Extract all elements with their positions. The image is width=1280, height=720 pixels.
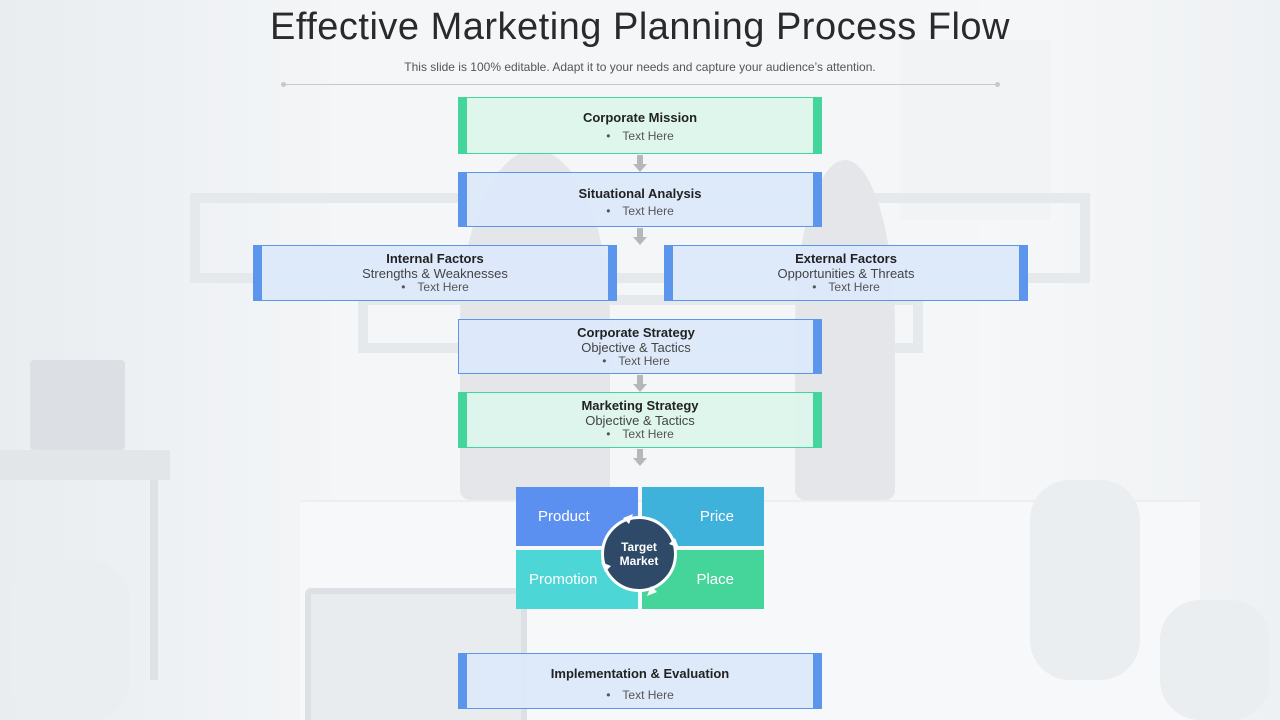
cycle-arrows-icon: [601, 514, 679, 596]
box-bullet: Text Here: [467, 689, 813, 702]
divider-dot: [281, 82, 286, 87]
box-bullet: Text Here: [459, 355, 813, 368]
corporate-strategy-box[interactable]: Corporate Strategy Objective & Tactics T…: [458, 319, 822, 374]
external-factors-box[interactable]: External Factors Opportunities & Threats…: [664, 245, 1028, 301]
box-subheading: Objective & Tactics: [581, 340, 691, 355]
target-market-hub[interactable]: Target Market: [601, 516, 677, 592]
background-monitor: [30, 360, 125, 450]
hub-label-line1: Target: [621, 540, 657, 554]
box-subheading: Objective & Tactics: [585, 413, 695, 428]
title-divider: [284, 84, 998, 85]
quadrant-label: Price: [699, 508, 734, 525]
implementation-evaluation-box[interactable]: Implementation & Evaluation Text Here: [458, 653, 822, 709]
hub-label-line2: Market: [619, 554, 659, 568]
box-heading: Situational Analysis: [578, 186, 702, 201]
box-heading: Internal Factors: [386, 251, 484, 266]
background-chair: [10, 560, 130, 720]
divider-dot: [995, 82, 1000, 87]
box-heading: Corporate Mission: [582, 110, 698, 125]
box-subheading: Opportunities & Threats: [777, 266, 915, 281]
background-whiteboard: [900, 40, 1050, 220]
quadrant-label: Place: [696, 571, 734, 588]
box-heading: External Factors: [795, 251, 897, 266]
corporate-mission-box[interactable]: Corporate Mission Text Here: [458, 97, 822, 154]
background-chair: [1160, 600, 1270, 720]
marketing-strategy-box[interactable]: Marketing Strategy Objective & Tactics T…: [458, 392, 822, 448]
box-bullet: Text Here: [673, 281, 1019, 294]
page-subtitle: This slide is 100% editable. Adapt it to…: [404, 60, 876, 74]
box-heading: Implementation & Evaluation: [550, 666, 730, 681]
box-bullet: Text Here: [467, 130, 813, 143]
background-desk-leg: [150, 480, 158, 680]
box-bullet: Text Here: [467, 205, 813, 218]
box-bullet: Text Here: [467, 428, 813, 441]
box-heading: Marketing Strategy: [581, 398, 699, 413]
box-bullet: Text Here: [262, 281, 608, 294]
box-heading: Corporate Strategy: [577, 325, 695, 340]
box-subheading: Strengths & Weaknesses: [362, 266, 508, 281]
situational-analysis-box[interactable]: Situational Analysis Text Here: [458, 172, 822, 227]
internal-factors-box[interactable]: Internal Factors Strengths & Weaknesses …: [253, 245, 617, 301]
background-chair: [1030, 480, 1140, 680]
background-desk: [0, 450, 170, 480]
page-title: Effective Marketing Planning Process Flo…: [269, 6, 1010, 48]
quadrant-label: Product: [538, 508, 590, 525]
quadrant-label: Promotion: [529, 571, 598, 588]
